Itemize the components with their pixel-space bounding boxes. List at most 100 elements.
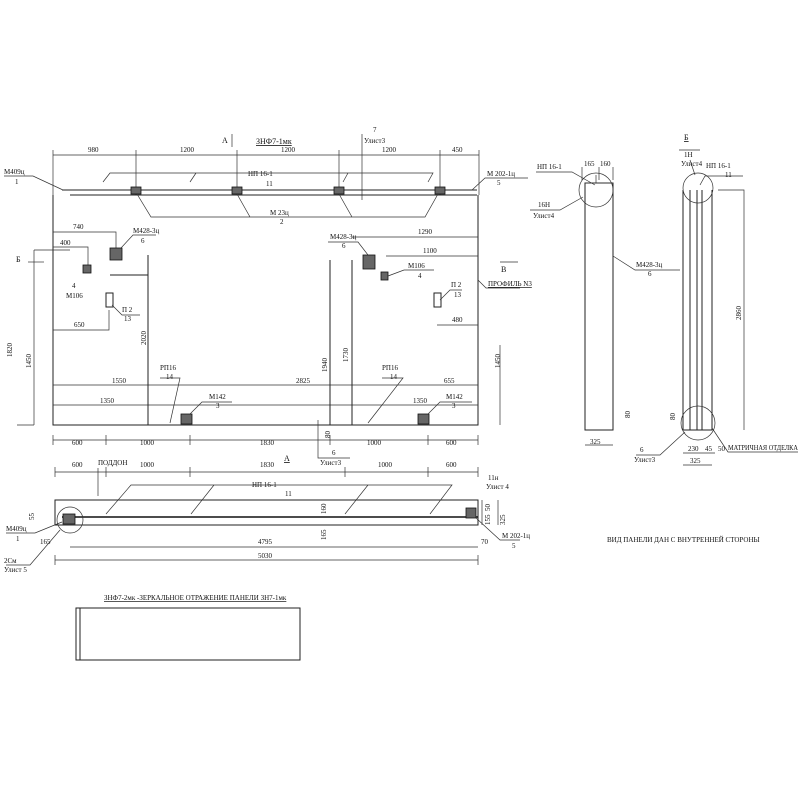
plan-outline — [54, 499, 479, 526]
callout-number: 2 — [280, 218, 284, 226]
drawing-title: ЗНФ7-1мк — [256, 137, 292, 146]
dimension-label: 1730 — [342, 348, 350, 363]
dimension-label: 70 — [481, 538, 489, 546]
callout-np16-1: НП 16-1 — [252, 481, 277, 489]
dimension-label: 325 — [499, 514, 507, 525]
mirror-panel: ЗНФ7-2мк -ЗЕРКАЛЬНОЕ ОТРАЖЕНИЕ ПАНЕЛИ ЗН… — [75, 594, 301, 661]
dimension-label: 1830 — [260, 461, 275, 469]
dimension-label: 1200 — [180, 146, 195, 154]
dimension-label: 600 — [446, 461, 457, 469]
dimension-label: 160 — [600, 160, 611, 168]
callout-rp16: РП16 — [160, 364, 176, 372]
matrix-finish-label: МАТРИЧНАЯ ОТДЕЛКА — [728, 444, 798, 452]
dimension-label: 1290 — [418, 228, 433, 236]
dimension-label: 165 — [40, 538, 51, 546]
dimension-label: 1000 — [378, 461, 393, 469]
dimension-label: 1450 — [494, 354, 502, 369]
callout-m428: М428-3ц — [636, 261, 663, 269]
dimension-label: 740 — [73, 223, 84, 231]
ref-sheet: Улист4 — [681, 160, 703, 168]
dimension-label: 1940 — [321, 358, 329, 373]
dimension-label: 1820 — [6, 343, 14, 358]
callout-number: 2См — [4, 557, 17, 565]
callout-m23: М 23ц — [270, 209, 289, 217]
ref-sheet: Улист 4 — [486, 483, 509, 491]
callout-number: 4 — [418, 272, 422, 280]
dimension-label: 50 — [484, 504, 492, 512]
callout-p2: П 2 — [122, 306, 133, 314]
poddon-label: ПОДДОН — [98, 459, 127, 467]
dimension-label: 1450 — [25, 354, 33, 369]
callout-m409: М409ц — [4, 168, 25, 176]
dimension-label: 165 — [320, 529, 328, 540]
ref-sheet: Улист3 — [634, 456, 656, 464]
callout-number: 11 — [266, 180, 273, 188]
dimension-label: 165 — [584, 160, 595, 168]
section-a-title: А — [284, 454, 290, 463]
section-view-v: 165 160 НП 16-1 16Н Улист4 М428-3ц 6 80 … — [530, 160, 680, 446]
dimension-label: 1200 — [281, 146, 296, 154]
callout-m428: М428-3ц — [133, 227, 160, 235]
callout-m142: М142 — [209, 393, 226, 401]
callout-number: 3 — [452, 402, 456, 410]
dimension-label: 80 — [624, 411, 632, 419]
ref-number: 7 — [373, 126, 377, 134]
dimension-label: 55 — [28, 513, 36, 521]
section-a-marker: А — [222, 136, 228, 145]
callout-p2: П 2 — [451, 281, 462, 289]
callout-number: 6 — [640, 446, 644, 454]
dimension-label: 480 — [452, 316, 463, 324]
dimension-label: 155 — [484, 514, 492, 525]
callout-number: 6 — [332, 449, 336, 457]
dimension-label: 1830 — [260, 439, 275, 447]
mirror-note: ЗНФ7-2мк -ЗЕРКАЛЬНОЕ ОТРАЖЕНИЕ ПАНЕЛИ ЗН… — [104, 594, 287, 602]
dimension-label: 600 — [446, 439, 457, 447]
callout-number: 14 — [166, 373, 174, 381]
callout-number: 11 — [285, 490, 292, 498]
callout-number: 3 — [216, 402, 220, 410]
dimension-label: 980 — [88, 146, 99, 154]
section-b-title: Б — [684, 133, 689, 142]
dimension-label: 1200 — [382, 146, 397, 154]
view-caption: ВИД ПАНЕЛИ ДАН С ВНУТРЕННЕЙ СТОРОНЫ — [607, 536, 760, 544]
callout-number: 13 — [124, 315, 132, 323]
section-v-marker: В — [501, 265, 506, 274]
callout-m202: М 202-1ц — [487, 170, 515, 178]
callout-np16-1: НП 16-1 — [248, 170, 273, 178]
callout-np16-1: НП 16-1 — [537, 163, 562, 171]
callout-m428: М428-3ц — [330, 233, 357, 241]
ref-sheet: Улист4 — [533, 212, 555, 220]
dimension-label: 1100 — [423, 247, 437, 255]
callout-m202: М 202-1ц — [502, 532, 530, 540]
callout-np16-1: НП 16-1 — [706, 162, 731, 170]
callout-number: 1 — [16, 535, 20, 543]
dimension-label: 600 — [72, 461, 83, 469]
callout-number: 1Н — [684, 151, 693, 159]
section-b-marker: Б — [16, 255, 21, 264]
ref-sheet: Улист3 — [364, 137, 386, 145]
dimension-label: 2825 — [296, 377, 311, 385]
dimension-label: 1000 — [140, 439, 155, 447]
callout-number: 1 — [15, 178, 19, 186]
callout-number: 5 — [497, 179, 501, 187]
callout-number: 13 — [454, 291, 462, 299]
callout-number: 16Н — [538, 201, 550, 209]
dimension-label: 400 — [60, 239, 71, 247]
dimension-label: 1000 — [140, 461, 155, 469]
dimension-label: 1350 — [413, 397, 428, 405]
dimension-label: 50 — [718, 445, 726, 453]
dimension-label: 1550 — [112, 377, 127, 385]
callout-m106: М106 — [408, 262, 425, 270]
dimension-label: 325 — [690, 457, 701, 465]
callout-m142: М142 — [446, 393, 463, 401]
profile-label: ПРОФИЛЬ N3 — [488, 280, 532, 288]
dimension-label: 4795 — [258, 538, 273, 546]
dimension-label: 655 — [444, 377, 455, 385]
callout-number: 4 — [72, 282, 76, 290]
dimension-label: 2020 — [140, 331, 148, 346]
callout-number: 6 — [342, 242, 346, 250]
plan-view: А 600 1000 1830 1000 600 ПОДДОН НП 16-1 … — [4, 454, 530, 574]
callout-number: 11н — [488, 474, 499, 482]
dimension-label: 650 — [74, 321, 85, 329]
